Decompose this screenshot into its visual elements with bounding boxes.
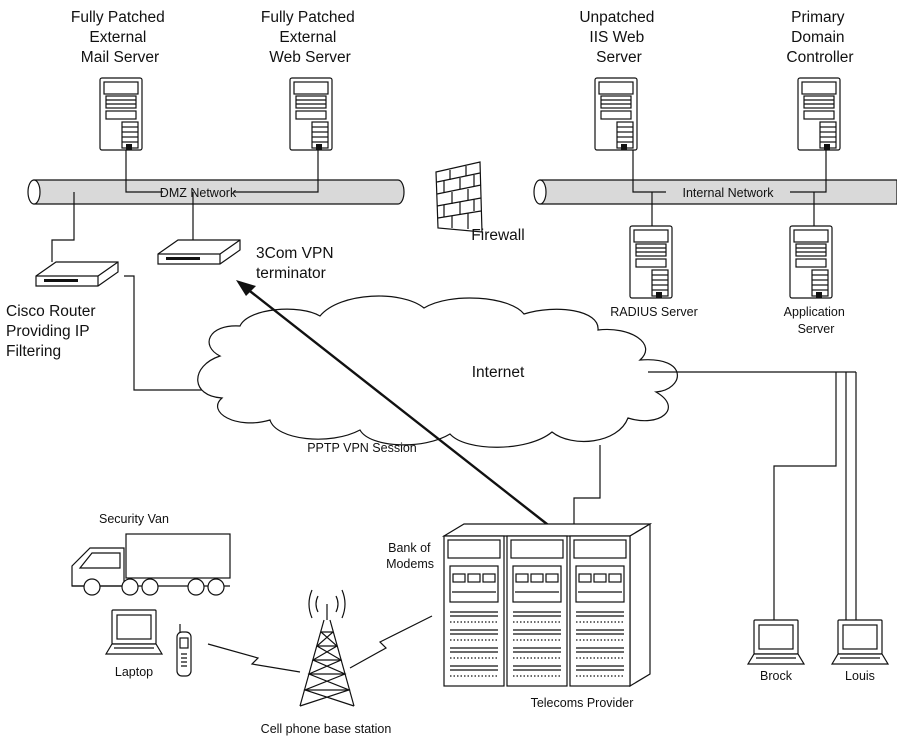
modem-bank-icon: [441, 522, 653, 688]
wireless-link-modems: [349, 615, 433, 669]
security-van-icon: [71, 533, 231, 596]
telecoms-provider-label: Telecoms Provider: [531, 696, 634, 710]
mail-server-label: Fully Patched External Mail Server: [71, 9, 169, 66]
internal-network-label: Internal Network: [682, 186, 774, 200]
iis-server-label: Unpatched IIS Web Server: [579, 9, 658, 66]
application-server-label: Application Server: [784, 305, 849, 336]
internet-label: Internet: [472, 364, 525, 381]
brock-label: Brock: [760, 669, 793, 683]
application-server-icon: [789, 225, 833, 299]
domain-controller-icon: [797, 77, 841, 151]
mobile-phone-icon: [176, 624, 192, 677]
dmz-network-label: DMZ Network: [160, 186, 237, 200]
web-server-icon: [289, 77, 333, 151]
brock-laptop-icon: [747, 619, 805, 665]
laptop-label: Laptop: [115, 665, 153, 679]
security-van-label: Security Van: [99, 512, 169, 526]
radius-server-icon: [629, 225, 673, 299]
domain-controller-label: Primary Domain Controller: [786, 9, 853, 66]
internal-network-pipe: [533, 179, 897, 205]
cisco-router-label: Cisco Router Providing IP Filtering: [6, 303, 100, 360]
laptop-icon: [105, 609, 163, 655]
internet-cloud: [197, 295, 678, 448]
vpn-terminator-icon: [157, 239, 241, 265]
firewall-icon: [435, 161, 483, 233]
pptp-vpn-session-label: PPTP VPN Session: [307, 441, 417, 455]
wireless-link-laptop: [207, 643, 301, 673]
pptp-vpn-session-arrow: [236, 280, 553, 529]
cisco-router-icon: [35, 261, 119, 287]
cell-tower-label: Cell phone base station: [261, 722, 392, 736]
mail-server-icon: [99, 77, 143, 151]
firewall-label: Firewall: [471, 227, 524, 244]
web-server-label: Fully Patched External Web Server: [261, 9, 359, 66]
louis-label: Louis: [845, 669, 875, 683]
vpn-terminator-label: 3Com VPN terminator: [256, 245, 338, 282]
cell-tower-icon: [299, 589, 355, 707]
radius-server-label: RADIUS Server: [610, 305, 698, 319]
iis-server-icon: [594, 77, 638, 151]
louis-laptop-icon: [831, 619, 889, 665]
modem-bank-label: Bank of Modems: [386, 541, 434, 571]
